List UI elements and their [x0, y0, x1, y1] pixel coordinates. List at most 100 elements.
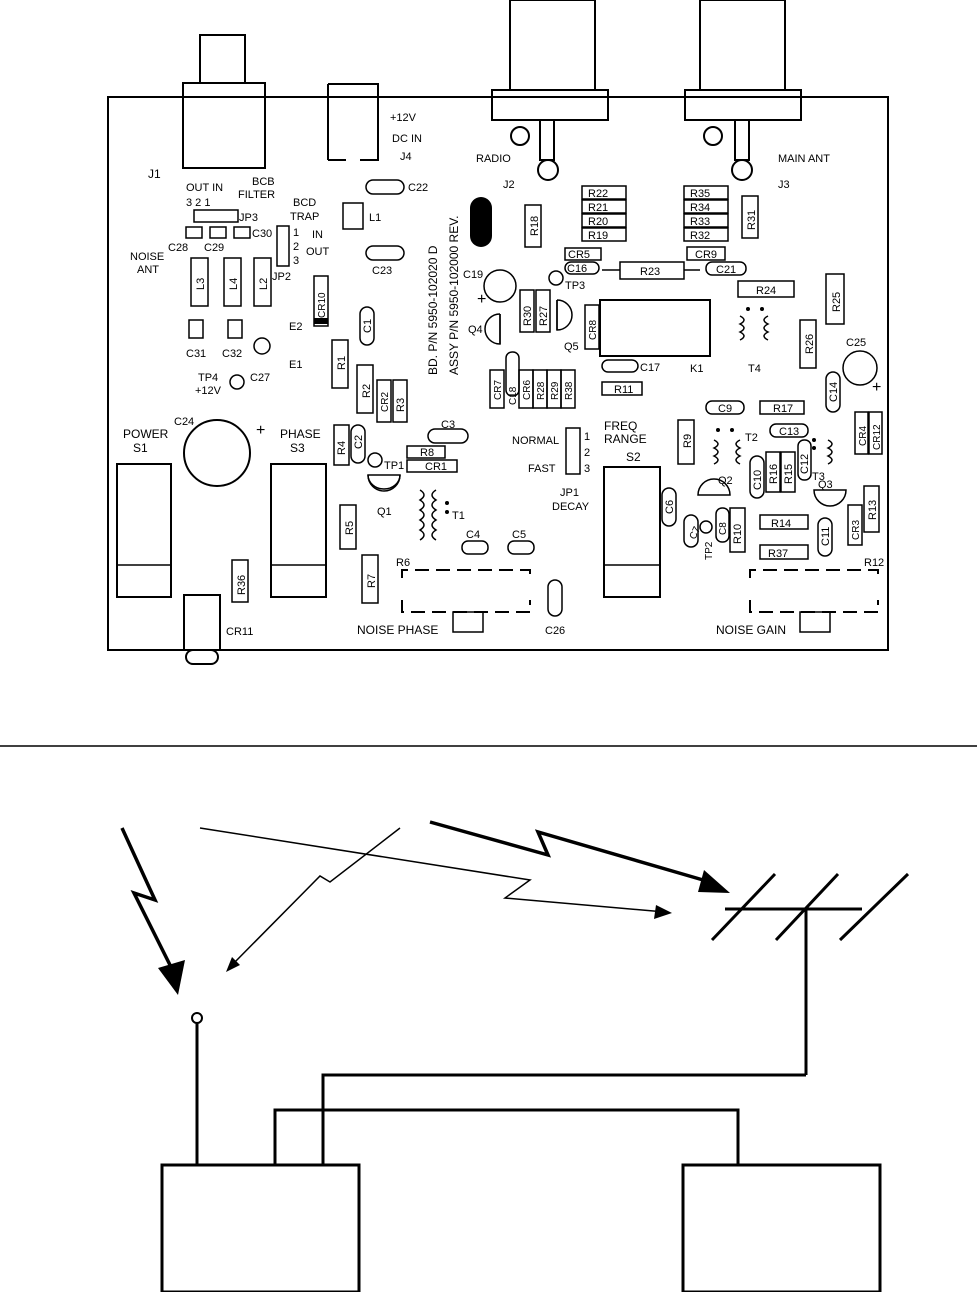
r31-label: R31	[746, 210, 758, 230]
sense-antenna	[191, 1012, 203, 1165]
c5-label: C5	[512, 529, 526, 541]
noise-canceller-box	[160, 1163, 361, 1292]
r26-outline	[799, 319, 817, 369]
c2-label: C2	[353, 435, 365, 449]
bcd-label: BCD	[293, 197, 316, 209]
r11-outline	[601, 381, 643, 396]
tp4-pad	[229, 374, 245, 390]
c25-label: C25	[846, 337, 866, 349]
jp1-header	[565, 427, 581, 475]
j4-dc-jack	[327, 83, 379, 161]
r13-outline	[863, 485, 880, 533]
c6-label: C6	[664, 500, 676, 514]
t1-transformer	[418, 489, 449, 541]
r25-outline	[825, 273, 845, 325]
c6-outline	[661, 487, 677, 527]
rev-marker	[470, 197, 492, 247]
r9-outline	[677, 419, 695, 465]
jp2-pin1: 1	[293, 227, 299, 239]
radio-receiver-box	[681, 1163, 882, 1292]
r24-outline	[737, 280, 795, 298]
r10-outline	[729, 507, 746, 553]
jp2-in-label: IN	[312, 229, 323, 241]
l4-label: L4	[228, 278, 240, 290]
board-part-number: BD. P/N 5950-102020 D	[426, 245, 440, 375]
c12-label: C12	[799, 454, 811, 474]
s1-label: S1	[133, 441, 148, 455]
noise-signal-arrow	[120, 827, 185, 995]
cr1-outline	[406, 459, 458, 473]
out-in-label: OUT IN	[186, 182, 223, 194]
l2-outline	[253, 257, 272, 307]
j2-label: J2	[503, 179, 515, 191]
j2-connector	[491, 0, 609, 181]
j3-label: J3	[778, 179, 790, 191]
cr9-label: CR9	[695, 249, 717, 261]
r37-outline	[759, 544, 809, 560]
decay-label: DECAY	[552, 501, 590, 513]
jp2-pin2: 2	[293, 241, 299, 253]
c29-outline	[209, 226, 227, 239]
r5-label: R5	[344, 521, 356, 535]
dc-voltage-label: +12V	[390, 112, 417, 124]
r12-label: R12	[864, 557, 884, 569]
r26-label: R26	[804, 334, 816, 354]
c14-outline	[825, 371, 841, 413]
jp2-pin3: 3	[293, 255, 299, 267]
cr12-outline	[868, 411, 883, 455]
normal-label: NORMAL	[512, 435, 559, 447]
cr8-label: CR8	[588, 320, 599, 340]
tp3-label: TP3	[565, 280, 585, 292]
jp3-header	[193, 209, 239, 223]
r22-r19-resistor-pack	[581, 185, 627, 242]
noise-ant-label-1: NOISE	[130, 251, 164, 263]
t1-label: T1	[452, 510, 465, 522]
tp1-pad	[367, 452, 383, 468]
r38-label: R38	[564, 381, 575, 400]
tp2-pad	[699, 520, 713, 534]
c30-label: C30	[252, 228, 272, 240]
r37-label: R37	[768, 548, 788, 560]
r18-label: R18	[529, 216, 541, 236]
jp3-label: JP3	[239, 212, 258, 224]
c3-outline	[427, 428, 469, 444]
c30-outline	[233, 226, 251, 239]
k1-label: K1	[690, 363, 703, 375]
l3-label: L3	[195, 278, 207, 290]
cr2-label: CR2	[380, 392, 391, 412]
r15-label: R15	[783, 464, 795, 484]
cr11-label: CR11	[226, 626, 253, 638]
trap-label: TRAP	[290, 211, 319, 223]
r13-label: R13	[867, 500, 879, 520]
k1-relay	[599, 299, 711, 357]
r2-outline	[356, 364, 374, 414]
c1-label: C1	[362, 319, 374, 333]
q2-outline	[697, 478, 731, 496]
c32-label: C32	[222, 348, 242, 360]
r20-label: R20	[588, 216, 608, 228]
cr10-label: CR10	[317, 292, 328, 318]
r23-label: R23	[640, 266, 660, 278]
r34-label: R34	[690, 202, 710, 214]
l3-outline	[190, 257, 209, 307]
s3-phase-switch	[270, 463, 327, 598]
c17-label: C17	[640, 362, 660, 374]
j1-jack	[182, 34, 266, 169]
freq-label: FREQ	[604, 419, 637, 433]
j3-connector	[684, 0, 802, 181]
cr10-outline	[313, 275, 329, 327]
c22-outline	[365, 179, 405, 195]
cr5-outline	[564, 247, 602, 261]
c19-capacitor	[483, 269, 517, 303]
r27-outline	[535, 289, 551, 333]
main-antenna-cable	[321, 1073, 806, 1165]
c1-outline	[359, 306, 375, 346]
r12-potentiometer	[749, 569, 879, 633]
signal-arrow-main	[429, 820, 730, 893]
tp1-label: TP1	[384, 460, 404, 472]
c13-outline	[769, 423, 809, 438]
cr11-led	[183, 594, 221, 665]
c11-label: C11	[820, 527, 832, 546]
c27-label: C27	[250, 372, 270, 384]
cr3-outline	[847, 504, 863, 546]
